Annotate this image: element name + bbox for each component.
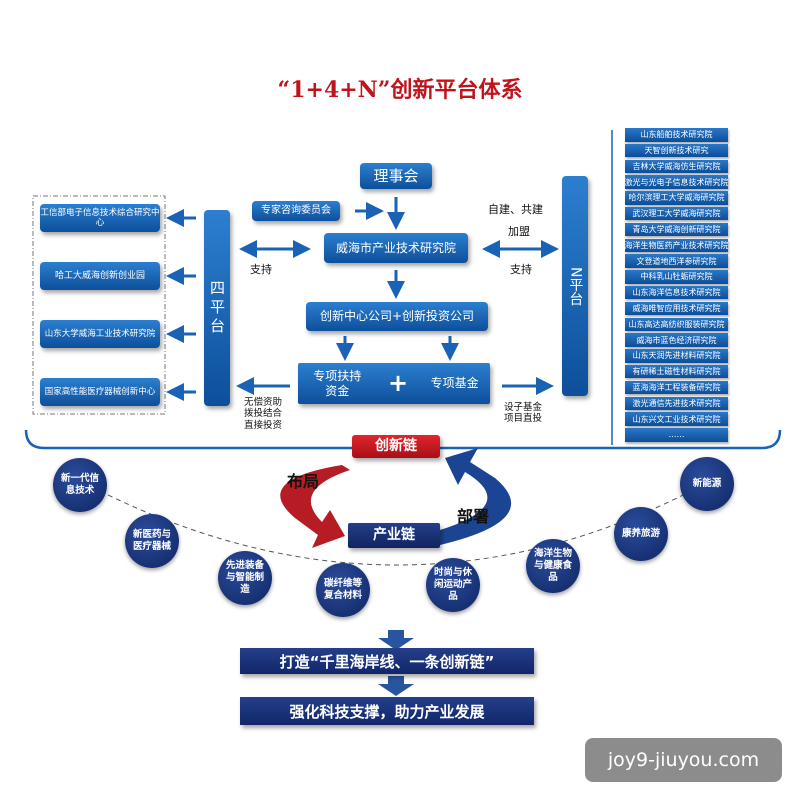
left-platform-item[interactable]: 哈工大威海创新创业园	[40, 262, 160, 290]
n-platform-item[interactable]: 蓝海海洋工程装备研究院	[625, 380, 728, 395]
industry-circle: 康养旅游	[614, 507, 668, 561]
n-platform-item[interactable]: 威海唯智应用技术研究院	[625, 301, 728, 316]
n-platform-item[interactable]: 哈尔滨理工大学威海研究院	[625, 191, 728, 205]
n-platform-item[interactable]: 青岛大学威海创新研究院	[625, 222, 728, 237]
industry-circle: 先进装备与智能制造	[218, 551, 272, 605]
n-platform-item[interactable]: ……	[625, 428, 728, 442]
n-platform-item[interactable]: 山东船舶技术研究院	[625, 128, 728, 142]
page-title: “1+4+N”创新平台体系	[277, 77, 523, 103]
innovation-chain-badge: 创新链	[352, 435, 440, 458]
n-platform-list: 山东船舶技术研究院天智创新技术研究吉林大学威海仿生研究院激光与光电子信息技术研究…	[625, 128, 728, 444]
support-left-label: 支持	[250, 263, 272, 276]
n-platform-item[interactable]: 海洋生物医药产业技术研究院	[625, 238, 728, 253]
expert-committee-box[interactable]: 专家咨询委员会	[252, 201, 340, 221]
n-platform-item[interactable]: 激光与光电子信息技术研究院	[625, 175, 728, 189]
banner-coastline: 打造“千里海岸线、一条创新链”	[240, 648, 534, 674]
n-platform-item[interactable]: 山东兴文工业技术研究院	[625, 412, 728, 426]
n-platform-item[interactable]: 山东高达高纺织服装研究院	[625, 317, 728, 332]
plus-icon: +	[387, 369, 409, 398]
industry-chain-badge: 产业链	[348, 523, 440, 548]
industry-circle: 海洋生物与健康食品	[526, 539, 580, 593]
industry-circle: 新一代信息技术	[53, 458, 107, 512]
layout-arrow	[280, 465, 350, 548]
n-platform-item[interactable]: 文登道地西洋参研究院	[625, 254, 728, 268]
four-platform-bar[interactable]: 四平台	[204, 210, 230, 406]
n-platform-bar[interactable]: N平台	[562, 176, 588, 396]
n-platform-item[interactable]: 激光通信先进技术研究院	[625, 396, 728, 411]
left-platform-item[interactable]: 国家高性能医疗器械创新中心	[40, 378, 160, 406]
support-right-label: 支持	[510, 263, 532, 276]
left-platform-item[interactable]: 工信部电子信息技术综合研究中心	[40, 204, 160, 232]
n-platform-item[interactable]: 武汉理工大学威海研究院	[625, 206, 728, 221]
watermark: joy9-jiuyou.com	[585, 738, 782, 782]
left-platform-item[interactable]: 山东大学威海工业技术研究院	[40, 320, 160, 348]
deploy-label: 部署	[457, 507, 490, 526]
banner-support: 强化科技支撑，助力产业发展	[240, 697, 534, 725]
self-build-label: 自建、共建	[488, 203, 543, 216]
n-platform-item[interactable]: 天智创新技术研究	[625, 143, 728, 158]
industry-circle: 时尚与休闲运动产品	[426, 558, 480, 612]
industry-circle: 碳纤维等复合材料	[316, 563, 370, 617]
industry-circle: 新医药与医疗器械	[125, 514, 179, 568]
special-fund-label: 专项基金	[430, 376, 479, 391]
n-platform-item[interactable]: 有研稀土磁性材料研究院	[625, 364, 728, 379]
left-funding-label: 无偿资助 拨投结合 直接投资	[244, 397, 283, 431]
join-label: 加盟	[508, 225, 530, 238]
n-platform-item[interactable]: 威海市蓝色经济研究院	[625, 333, 728, 347]
deploy-arrow	[440, 448, 512, 545]
n-platform-item[interactable]: 中科乳山牡蛎研究院	[625, 270, 728, 284]
institute-box[interactable]: 威海市产业技术研究院	[324, 233, 468, 263]
companies-box[interactable]: 创新中心公司+创新投资公司	[306, 302, 488, 331]
n-platform-item[interactable]: 吉林大学威海仿生研究院	[625, 159, 728, 174]
special-support-label: 专项扶持资金	[313, 369, 362, 398]
council-box[interactable]: 理事会	[360, 163, 432, 189]
right-funding-label: 设子基金 项目直投	[504, 402, 543, 425]
n-platform-item[interactable]: 山东海洋信息技术研究院	[625, 285, 728, 300]
industry-circle: 新能源	[680, 457, 734, 511]
layout-label: 布局	[287, 472, 320, 491]
fund-box[interactable]: 专项扶持资金 + 专项基金	[298, 363, 490, 404]
n-platform-item[interactable]: 山东天润先进材料研究院	[625, 349, 728, 363]
